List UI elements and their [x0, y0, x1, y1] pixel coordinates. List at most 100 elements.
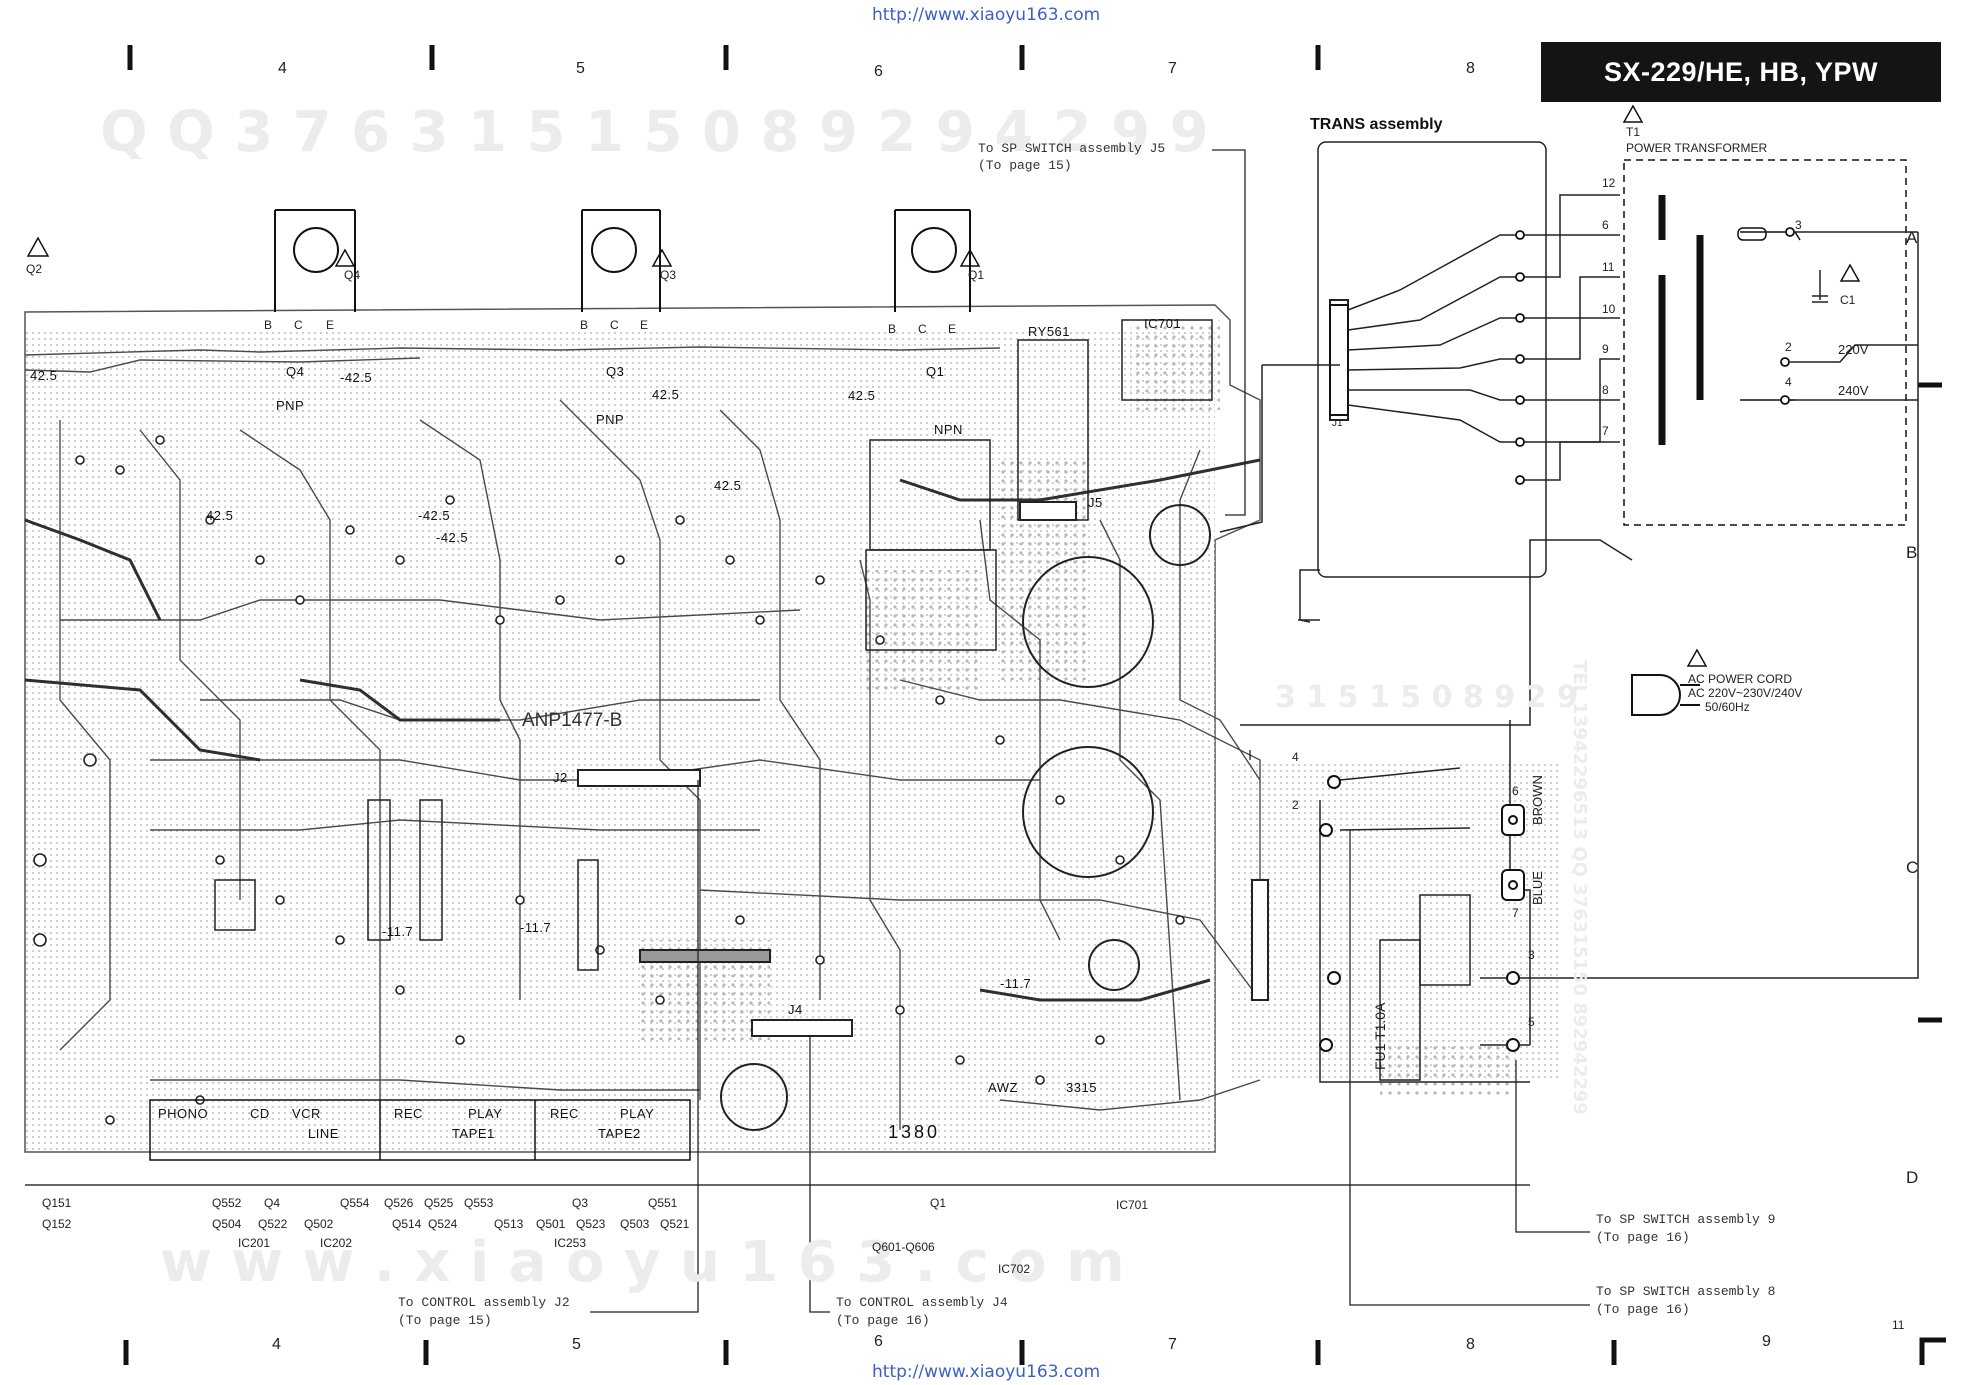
voltage-425-e: 42.5 [206, 508, 234, 523]
q3-pin-b: B [580, 318, 589, 332]
wire-pin-6: 6 [1512, 784, 1519, 798]
filter-capacitors [720, 504, 1211, 1131]
part-q503: Q503 [620, 1217, 650, 1231]
voltage-425-b: 42.5 [652, 387, 680, 402]
wire-pin-3: 3 [1528, 948, 1535, 962]
watermark-top: Q Q 3 7 6 3 1 5 1 5 0 8 9 2 9 4 2 9 9 [100, 100, 1209, 165]
input-play-1: PLAY [468, 1106, 503, 1121]
input-rec-1: REC [394, 1106, 423, 1121]
part-q514: Q514 [392, 1217, 422, 1231]
connector-j4: J4 [788, 1002, 803, 1017]
input-tape2: TAPE2 [598, 1126, 641, 1141]
control-j4-line2: (To page 16) [836, 1313, 930, 1328]
part-ic253: IC253 [554, 1236, 587, 1250]
ic701-board: IC701 [1144, 316, 1182, 331]
pcb-traces [24, 346, 1261, 1130]
voltage-neg117-b: -11.7 [520, 920, 552, 935]
url-top[interactable]: http://www.xiaoyu163.com [872, 5, 1101, 25]
wire-pin-4: 4 [1292, 750, 1299, 764]
grid-row-c: C [1906, 858, 1919, 877]
wire-pin-5: 5 [1528, 1015, 1535, 1029]
grid-col-5-top: 5 [576, 60, 585, 77]
part-q3: Q3 [572, 1196, 589, 1210]
board-number-1380: 1380 [888, 1122, 941, 1142]
input-tape1: TAPE1 [452, 1126, 495, 1141]
power-cord-line3: 50/60Hz [1705, 700, 1750, 714]
grid-row-a: A [1906, 228, 1918, 247]
q3-pin-e: E [640, 318, 649, 332]
url-bottom[interactable]: http://www.xiaoyu163.com [872, 1362, 1101, 1382]
part-q551: Q551 [648, 1196, 678, 1210]
q4-board-label: Q4 [286, 364, 305, 379]
terminal-blocks [1319, 775, 1525, 1052]
sp-switch-9-line1: To SP SWITCH assembly 9 [1596, 1212, 1776, 1227]
pcb-traces-thick [24, 458, 1261, 1002]
component-pads [33, 435, 1185, 1125]
voltage-neg425-c: -42.5 [436, 530, 469, 545]
tap-11: 11 [1602, 260, 1615, 274]
grid-col-8-top: 8 [1466, 60, 1475, 77]
q4-pin-e: E [326, 318, 335, 332]
voltage-neg425-b: -42.5 [418, 508, 451, 523]
voltage-425-a: 42.5 [30, 368, 58, 383]
q3-board-label: Q3 [606, 364, 625, 379]
sp-switch-8-line1: To SP SWITCH assembly 8 [1596, 1284, 1776, 1299]
part-q1: Q1 [930, 1196, 947, 1210]
grid-col-7-bottom: 7 [1168, 1336, 1177, 1353]
q1-board-label: Q1 [926, 364, 945, 379]
transformer-tap-wires [1347, 194, 1620, 481]
awz-number: 3315 [1066, 1080, 1097, 1095]
wire-brown: BROWN [1530, 775, 1545, 825]
sp-switch-j5-line1: To SP SWITCH assembly J5 [978, 141, 1166, 156]
fuse-label: FU1 T1.0A [1372, 1002, 1388, 1070]
grid-row-b: B [1906, 543, 1918, 562]
transistor-q4-label: Q4 [344, 268, 361, 282]
sp-switch-8-line2: (To page 16) [1596, 1302, 1690, 1317]
q1-pin-b: B [888, 322, 897, 336]
q3-pin-c: C [610, 318, 619, 332]
input-vcr: VCR [292, 1106, 321, 1121]
voltage-neg425-a: -42.5 [340, 370, 373, 385]
voltage-220v: 220V [1838, 342, 1869, 357]
grid-col-4-top: 4 [278, 60, 287, 77]
watermark-middle: 3 1 5 1 5 0 8 9 2 9 [1275, 680, 1578, 715]
part-q151: Q151 [42, 1196, 72, 1210]
power-transistors [274, 209, 971, 312]
transistor-q1-label: Q1 [968, 268, 985, 282]
primary-pin-4: 4 [1785, 375, 1792, 389]
grid-ticks [123, 45, 1942, 1365]
grid-col-7-top: 7 [1168, 60, 1177, 77]
ic-packages [214, 319, 1471, 1081]
input-cd: CD [250, 1106, 270, 1121]
tap-12: 12 [1602, 176, 1616, 190]
primary-pin-2: 2 [1785, 340, 1792, 354]
power-transformer [1623, 159, 1907, 526]
input-jacks [149, 1099, 691, 1161]
warning-icons [26, 104, 1861, 667]
part-ic202: IC202 [320, 1236, 353, 1250]
control-j4-line1: To CONTROL assembly J4 [836, 1295, 1008, 1310]
model-badge: SX-229/HE, HB, YPW [1541, 42, 1941, 102]
part-ic702: IC702 [998, 1262, 1031, 1276]
transistor-q3-label: Q3 [660, 268, 677, 282]
sp-switch-j5-line2: (To page 15) [978, 158, 1072, 173]
grid-col-6-bottom: 6 [874, 1333, 883, 1350]
tap-9: 9 [1602, 342, 1609, 356]
watermark-bottom: w w w . x i a o y u 1 6 3 . c o m [160, 1230, 1125, 1295]
voltage-neg117-c: -11.7 [1000, 976, 1032, 991]
awz-label: AWZ [988, 1080, 1018, 1095]
q4-pin-b: B [264, 318, 273, 332]
input-line: LINE [308, 1126, 339, 1141]
control-j2-line1: To CONTROL assembly J2 [398, 1295, 570, 1310]
part-q502: Q502 [304, 1217, 334, 1231]
watermark-side: TEL 13942296513 QQ 376315150 892942299 [1569, 660, 1590, 1115]
part-q501: Q501 [536, 1217, 566, 1231]
grid-col-9-bottom: 9 [1762, 1333, 1771, 1350]
grid-row-d: D [1906, 1168, 1919, 1187]
grid-col-8-bottom: 8 [1466, 1336, 1475, 1353]
grid-col-4-bottom: 4 [272, 1336, 281, 1353]
part-q601-q606: Q601-Q606 [872, 1240, 935, 1254]
connector-j2: J2 [553, 770, 568, 785]
q1-pin-e: E [948, 322, 957, 336]
